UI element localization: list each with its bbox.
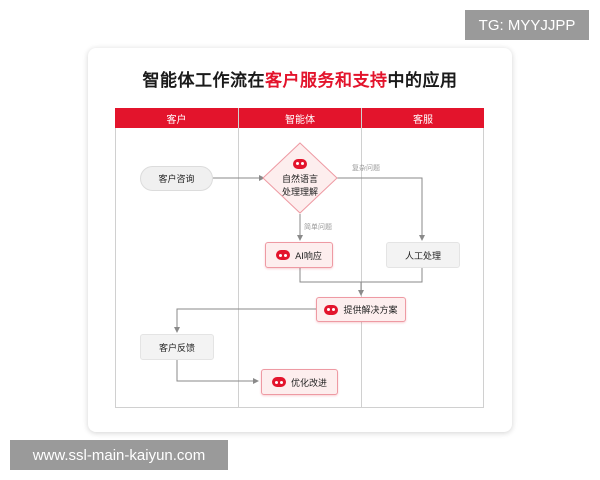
ai-logo-icon bbox=[271, 377, 286, 387]
arrow-feedback-to-improve bbox=[176, 360, 259, 384]
arrow-ai-to-solution bbox=[299, 268, 364, 296]
node-optimize-improve: 优化改进 bbox=[261, 369, 338, 395]
node-provide-solution: 提供解决方案 bbox=[316, 297, 406, 322]
arrow-solution-to-feedback bbox=[174, 308, 316, 333]
watermark-url: www.ssl-main-kaiyun.com bbox=[10, 440, 228, 470]
lane-divider bbox=[361, 108, 362, 408]
ai-logo-icon bbox=[276, 250, 291, 260]
node-provide-solution-label: 提供解决方案 bbox=[343, 306, 398, 316]
lane-divider bbox=[238, 108, 239, 408]
edge-label-complex: 复杂问题 bbox=[352, 164, 380, 172]
node-customer-feedback: 客户反馈 bbox=[140, 334, 214, 360]
node-customer-inquiry: 客户咨询 bbox=[140, 166, 213, 191]
title-suffix: 中的应用 bbox=[387, 71, 458, 91]
node-nlp-line2: 处理理解 bbox=[281, 187, 318, 198]
arrow-manual-to-solution bbox=[361, 268, 423, 283]
lane-header-customer: 客户 bbox=[115, 108, 238, 128]
node-manual-handling: 人工处理 bbox=[386, 242, 460, 268]
title-highlight: 客户服务和支持 bbox=[265, 71, 388, 91]
ai-logo-icon bbox=[293, 158, 307, 169]
node-ai-response-label: AI响应 bbox=[295, 251, 322, 262]
edge-label-simple: 简单问题 bbox=[304, 223, 332, 231]
lane-header-agent: 智能体 bbox=[239, 108, 361, 128]
title-prefix: 智能体工作流在 bbox=[142, 71, 265, 91]
node-ai-response: AI响应 bbox=[265, 242, 333, 268]
watermark-tg: TG: MYYJJPP bbox=[465, 10, 589, 40]
ai-logo-icon bbox=[324, 304, 339, 315]
diagram-title: 智能体工作流在客户服务和支持中的应用 bbox=[0, 66, 600, 91]
node-optimize-improve-label: 优化改进 bbox=[290, 378, 327, 389]
node-nlp-line1: 自然语言 bbox=[281, 174, 318, 185]
lane-header-service: 客服 bbox=[362, 108, 484, 128]
decision-diamond-shape bbox=[262, 142, 338, 214]
arrow-complex-to-manual bbox=[335, 177, 425, 241]
node-nlp-decision: 自然语言 处理理解 bbox=[270, 150, 330, 206]
